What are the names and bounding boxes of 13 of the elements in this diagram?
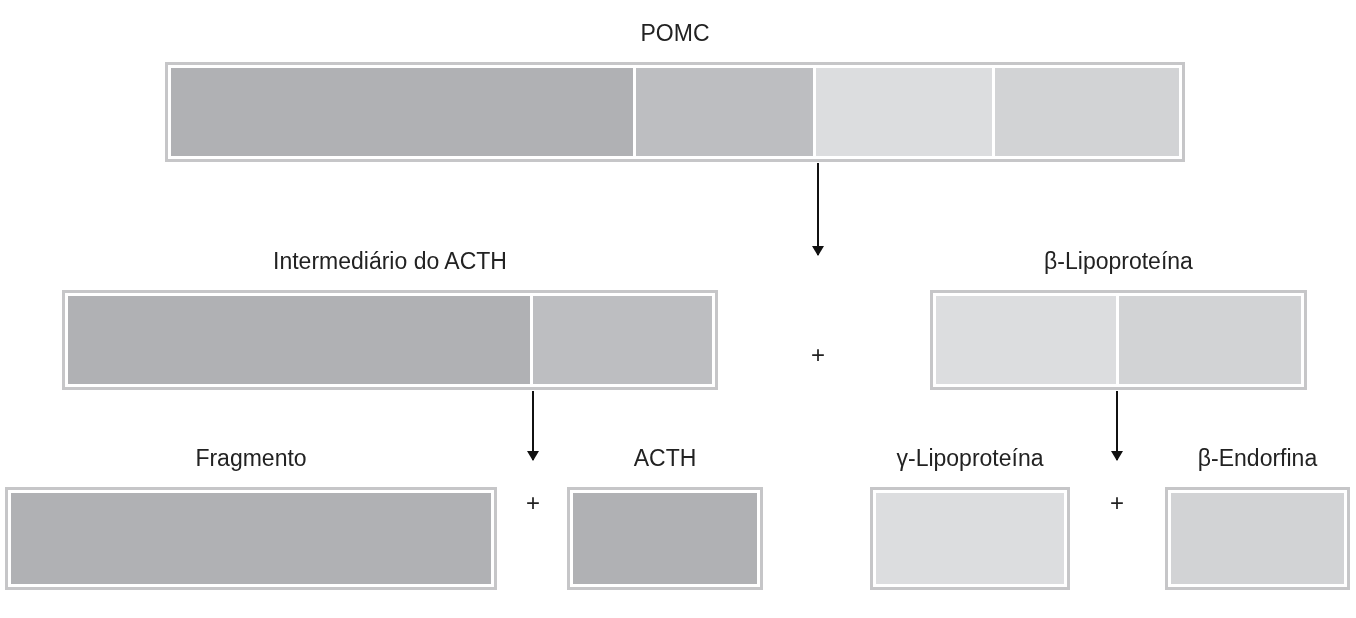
protein-label: ACTH xyxy=(633,445,697,472)
protein-label: Intermediário do ACTH xyxy=(273,248,507,275)
protein-label: Fragmento xyxy=(195,445,307,472)
plus-sign: + xyxy=(526,489,540,517)
protein-label: γ-Lipoproteína xyxy=(896,445,1044,472)
plus-sign: + xyxy=(1110,489,1124,517)
arrow xyxy=(527,390,539,461)
protein-label: β-Lipoproteína xyxy=(1044,248,1193,275)
arrow xyxy=(812,162,824,256)
arrow xyxy=(1111,390,1123,461)
plus-sign: + xyxy=(811,341,825,369)
protein-label: POMC xyxy=(640,20,710,47)
protein-label: β-Endorfina xyxy=(1197,445,1318,472)
